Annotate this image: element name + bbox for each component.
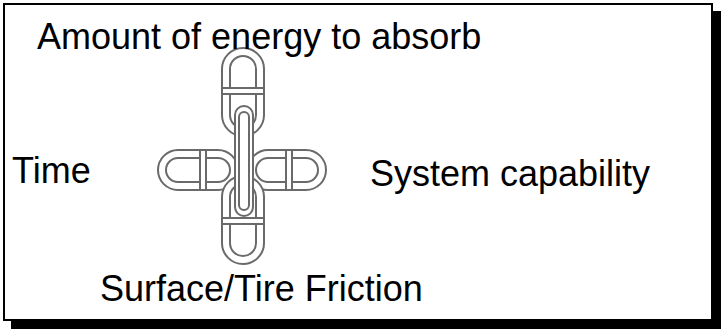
factor-label: Surface/Tire Friction [100,268,423,309]
factor-label: Amount of energy to absorb [37,16,481,57]
factor-label: Time [12,150,91,191]
factor-label: System capability [370,153,650,194]
